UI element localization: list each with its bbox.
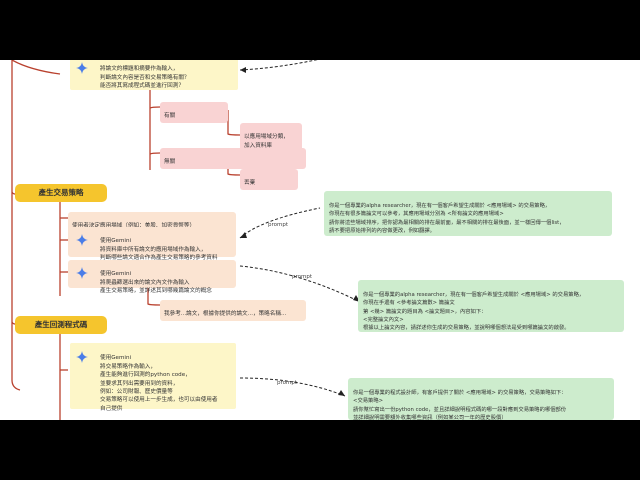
related-connector: [149, 106, 161, 109]
prompt-note1-text: 你是一個專業的alpha researcher，現在有一個客戶希望生成關於 <應…: [329, 203, 565, 234]
gemini-icon: [76, 267, 88, 279]
branch-unrelated[interactable]: 無關: [160, 148, 306, 169]
section1-title: 產生交易策略: [38, 188, 84, 198]
branch-lines: [11, 60, 361, 420]
branch-related-child-label: 以應用場域分類， 加入資料庫: [244, 134, 289, 149]
s1-step1-text: 使用者決定應用場域（例如：美股、加密貨幣等）: [72, 223, 195, 229]
gemini-icon: [76, 351, 88, 363]
s1-step3-text: 使用Gemini 將爬蟲篩選出來的論文內文作為輸入 產生交易策略，並詳述其到哪幾…: [100, 271, 212, 295]
prompt-note2-text: 你是一個專業的alpha researcher，現在有一個客戶希望生成關於 <應…: [363, 292, 585, 332]
top-node-paper-filter[interactable]: 將論文的標題和摘要作為輸入， 判斷論文內容是否和交易策略有關？ 能否將其寫成程式…: [70, 60, 238, 90]
mindmap-canvas[interactable]: 將論文的標題和摘要作為輸入， 判斷論文內容是否和交易策略有關？ 能否將其寫成程式…: [0, 60, 640, 420]
s2-step1-text: 使用Gemini 將交易策略作為輸入， 產生能夠進行回測的python code…: [100, 355, 218, 412]
prompt-note-generate-strategy[interactable]: 你是一個專業的alpha researcher，現在有一個客戶希望生成關於 <應…: [358, 280, 624, 332]
top-node-text: 將論文的標題和摘要作為輸入， 判斷論文內容是否和交易策略有關？ 能否將其寫成程式…: [100, 66, 190, 90]
s1-step-output-example[interactable]: 我參考...論文，根據你提供的論文...，策略名稱...: [160, 300, 306, 321]
s1-step4-text: 我參考...論文，根據你提供的論文...，策略名稱...: [164, 311, 287, 318]
section2-connector: [11, 321, 16, 325]
branch-related[interactable]: 有關: [160, 102, 228, 123]
section2-title: 產生回測程式碼: [34, 320, 88, 330]
gemini-icon: [76, 62, 88, 74]
branch-unrelated-label: 無關: [164, 159, 176, 166]
s2-step-generate-code[interactable]: 使用Gemini 將交易策略作為輸入， 產生能夠進行回測的python code…: [70, 343, 236, 412]
branch-unrelated-child-label: 丟棄: [244, 180, 256, 187]
branch-related-label: 有關: [164, 113, 176, 120]
branch-unrelated-child[interactable]: 丟棄: [240, 169, 298, 190]
branch-related-child[interactable]: 以應用場域分類， 加入資料庫: [240, 123, 302, 153]
prompt-label-3: prompt: [277, 380, 298, 386]
gemini-icon: [76, 234, 88, 246]
prompt-note-rank-domains[interactable]: 你是一個專業的alpha researcher，現在有一個客戶希望生成關於 <應…: [324, 191, 612, 236]
prompt-note-generate-code[interactable]: 你是一個專業的程式設計師，有客戶提供了關於 <應用場域> 的交易策略，交易策略如…: [348, 378, 614, 420]
prompt-note3-text: 你是一個專業的程式設計師，有客戶提供了關於 <應用場域> 的交易策略，交易策略如…: [353, 390, 567, 420]
main-trunk: [11, 60, 21, 391]
prompt-label-1: prompt: [268, 222, 289, 228]
arrowhead-1: [240, 232, 247, 238]
s1-step4-connector: [147, 285, 161, 306]
prompt-arrow-3: [239, 377, 346, 397]
top-connector: [11, 60, 61, 75]
related-child-connector: [227, 110, 241, 136]
arrowhead-3: [338, 390, 345, 396]
s1-step-generate-strategy[interactable]: 使用Gemini 將爬蟲篩選出來的論文內文作為輸入 產生交易策略，並詳述其到哪幾…: [68, 260, 236, 294]
arrowhead-top: [240, 67, 246, 73]
prompt-label-2: prompt: [292, 274, 313, 280]
prompt-arrow-2: [239, 265, 361, 303]
unrelated-child-connector: [227, 156, 241, 176]
tree-connectors: [11, 60, 241, 420]
section1-connector: [11, 191, 16, 195]
prompt-arrow-top: [239, 60, 319, 71]
s1-step-rank-papers[interactable]: 使用Gemini 將資料庫中所有論文的應用場域作為輸入， 判斷哪些論文適合作為產…: [68, 227, 236, 261]
section-generate-backtest[interactable]: 產生回測程式碼: [15, 316, 107, 334]
section-generate-strategy[interactable]: 產生交易策略: [15, 184, 107, 202]
unrelated-connector: [149, 152, 161, 155]
s1-step2-text: 使用Gemini 將資料庫中所有論文的應用場域作為輸入， 判斷哪些論文適合作為產…: [100, 238, 218, 262]
